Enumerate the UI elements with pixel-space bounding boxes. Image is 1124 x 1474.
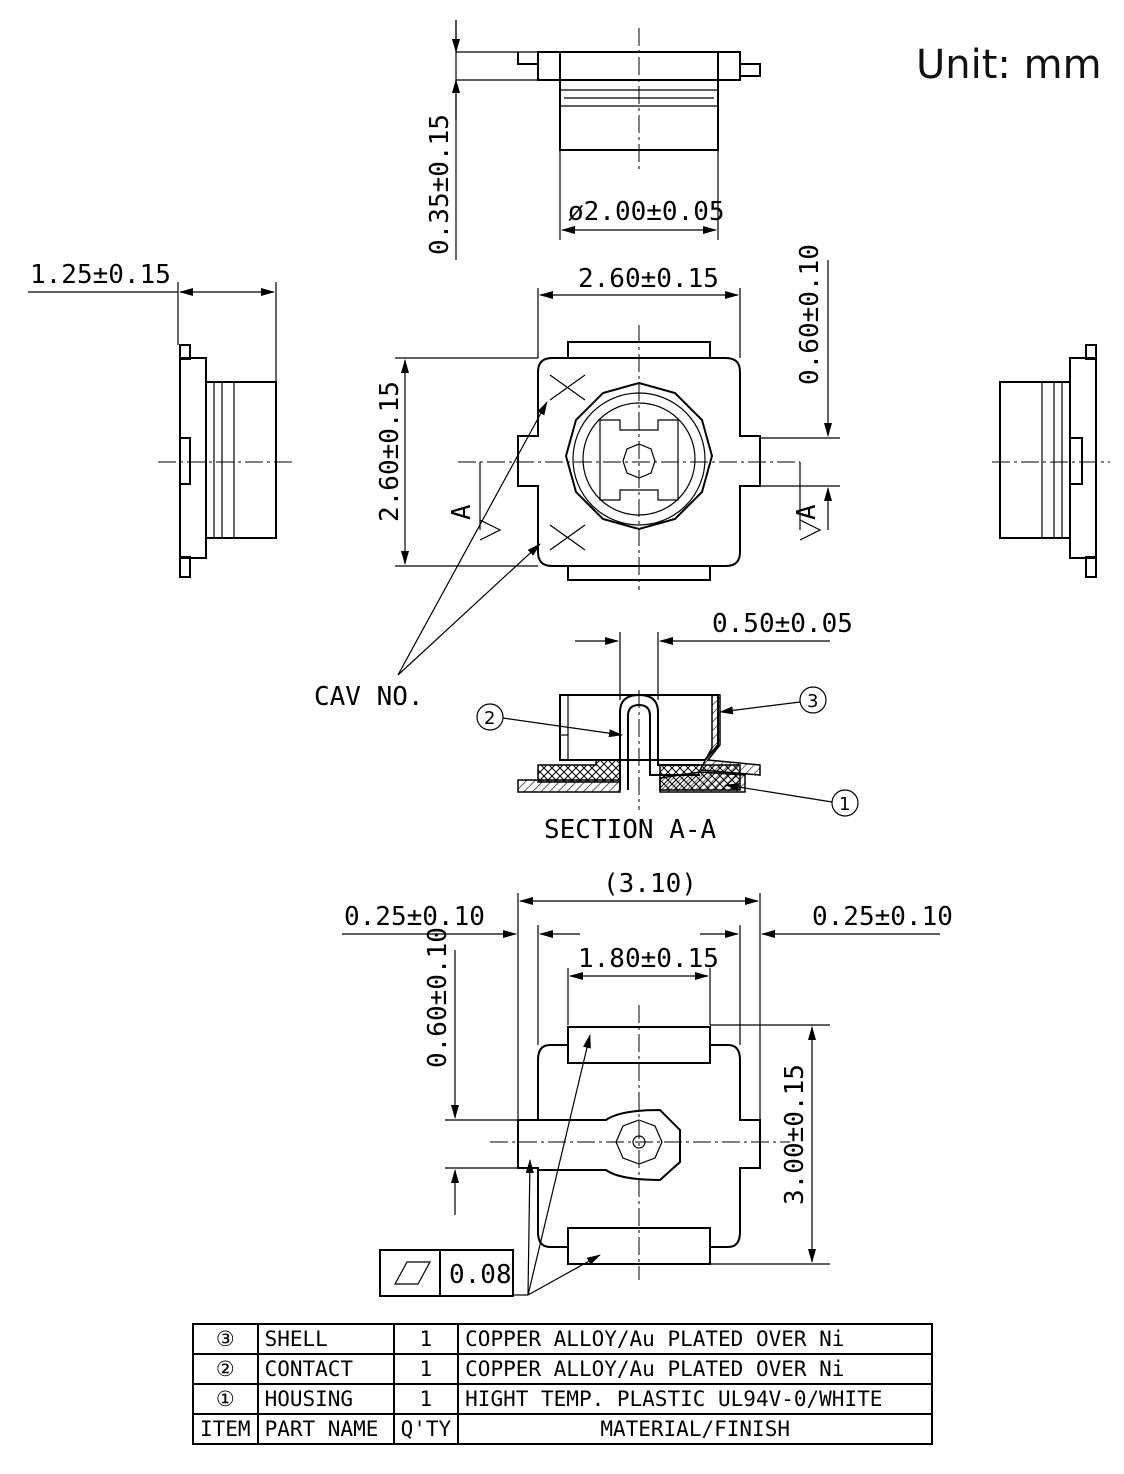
bom-material: HIGHT TEMP. PLASTIC UL94V-0/WHITE <box>457 1383 934 1415</box>
bill-of-materials: ③ SHELL 1 COPPER ALLOY/Au PLATED OVER Ni… <box>192 1323 934 1445</box>
dim-top-height: 2.60±0.15 <box>375 381 405 522</box>
left-side-view: 1.25±0.15 <box>28 260 296 578</box>
section-a-a: 0.50±0.05 3 2 1 SECTION A-A <box>476 609 859 845</box>
bom-header-qty: Q'TY <box>392 1413 460 1445</box>
table-header-row: ITEM PART NAME Q'TY MATERIAL/FINISH <box>192 1413 934 1445</box>
bom-item: ② <box>192 1353 259 1385</box>
section-mark-left: A <box>447 504 477 520</box>
dim-footprint-total: (3.10) <box>603 869 697 899</box>
flatness-icon <box>393 1261 432 1285</box>
section-mark-right: A <box>792 504 822 520</box>
dim-left-margin: 0.25±0.10 <box>344 902 485 932</box>
dim-right-offset: 0.60±0.10 <box>795 244 825 385</box>
bom-material: COPPER ALLOY/Au PLATED OVER Ni <box>457 1353 934 1385</box>
bom-part: CONTACT <box>256 1353 395 1385</box>
bom-qty: 1 <box>392 1383 460 1415</box>
bom-header-item: ITEM <box>192 1413 259 1445</box>
table-row: ② CONTACT 1 COPPER ALLOY/Au PLATED OVER … <box>192 1353 934 1385</box>
dim-right-margin: 0.25±0.10 <box>812 902 953 932</box>
footprint-view: (3.10) 0.25±0.10 0.25±0.10 1.80±0.15 0.6… <box>342 869 953 1297</box>
bom-qty: 1 <box>392 1353 460 1385</box>
cav-no-callout: CAV NO. <box>314 401 548 712</box>
bom-material: COPPER ALLOY/Au PLATED OVER Ni <box>457 1323 934 1355</box>
bom-item: ① <box>192 1383 259 1415</box>
dim-top-width: 2.60±0.15 <box>578 264 719 294</box>
dim-left-offset: 0.60±0.10 <box>423 927 453 1068</box>
balloon-2: 2 <box>484 708 495 729</box>
unit-label: Unit: mm <box>916 42 1102 88</box>
cav-no-label: CAV NO. <box>314 682 424 712</box>
dim-height-top: 0.35±0.15 <box>425 114 455 255</box>
dim-pad-width: 1.80±0.15 <box>578 944 719 974</box>
top-side-view: 0.35±0.15 ø2.00±0.05 <box>425 20 761 260</box>
table-row: ① HOUSING 1 HIGHT TEMP. PLASTIC UL94V-0/… <box>192 1383 934 1415</box>
dim-diameter: ø2.00±0.05 <box>568 197 725 227</box>
dim-contact-width: 0.50±0.05 <box>712 609 853 639</box>
bom-header-material: MATERIAL/FINISH <box>457 1413 934 1445</box>
table-row: ③ SHELL 1 COPPER ALLOY/Au PLATED OVER Ni <box>192 1323 934 1355</box>
dim-footprint-height: 3.00±0.15 <box>780 1064 810 1205</box>
dim-side-width: 1.25±0.15 <box>30 260 171 290</box>
bom-qty: 1 <box>392 1323 460 1355</box>
flatness-value: 0.08 <box>449 1260 512 1290</box>
right-side-view <box>992 344 1110 578</box>
top-view: A A 2.60±0.15 2.60±0.15 0.60±0.10 <box>375 244 840 590</box>
balloon-3: 3 <box>807 691 818 712</box>
balloon-1: 1 <box>839 794 850 815</box>
bom-header-part: PART NAME <box>256 1413 395 1445</box>
bom-part: SHELL <box>256 1323 395 1355</box>
bom-part: HOUSING <box>256 1383 395 1415</box>
bom-item: ③ <box>192 1323 259 1355</box>
section-label: SECTION A-A <box>544 815 717 845</box>
